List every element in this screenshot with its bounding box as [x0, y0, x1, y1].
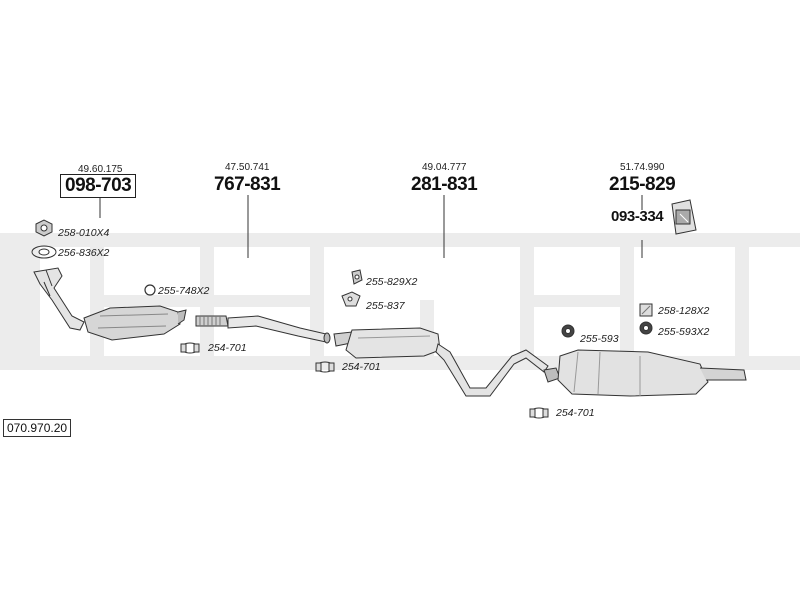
label-clamp-3: 254-701: [556, 407, 595, 419]
group-3-ref: 49.04.777: [422, 162, 467, 173]
group-4-part-number: 215-829: [609, 174, 676, 195]
group-4-ref: 51.74.990: [620, 162, 665, 173]
extra-part-number: 093-334: [611, 208, 664, 225]
label-gasket: 256-836X2: [58, 247, 110, 259]
group-1-part-number: 098-703: [60, 174, 137, 198]
label-clamp-2: 254-701: [342, 361, 381, 373]
clamp-icon: [180, 342, 200, 354]
rear-silencer: [543, 349, 747, 397]
catalog-number: 070.970.20: [3, 419, 72, 437]
catalytic-converter: [33, 267, 187, 341]
front-pipe: [195, 315, 331, 344]
heat-shield-icon: [671, 199, 697, 235]
ring-icon: [144, 284, 156, 296]
group-2-part-number: 767-831: [214, 174, 281, 195]
label-rubber-a: 255-593: [580, 333, 619, 345]
hanger-icon: [341, 291, 361, 307]
label-hanger-b: 255-837: [366, 300, 405, 312]
label-rubber-b: 255-593X2: [658, 326, 710, 338]
label-bracket-a: 258-128X2: [658, 305, 710, 317]
label-nut: 258-010X4: [58, 227, 110, 239]
clamp-icon: [529, 407, 549, 419]
nut-icon: [35, 219, 53, 237]
rubber-mount-icon: [561, 324, 575, 338]
rubber-mount-icon: [639, 321, 653, 335]
group-3-part-number: 281-831: [411, 174, 478, 195]
label-hanger-a: 255-829X2: [366, 276, 418, 288]
group-2-ref: 47.50.741: [225, 162, 270, 173]
middle-silencer: [333, 327, 549, 397]
group-1-ref: 49.60.175: [78, 164, 123, 175]
hanger-icon: [351, 269, 363, 285]
leader-lines: [99, 195, 643, 258]
label-clamp-1: 254-701: [208, 342, 247, 354]
bracket-icon: [639, 303, 653, 317]
label-ring-front: 255-748X2: [158, 285, 210, 297]
clamp-icon: [315, 361, 335, 373]
gasket-icon: [31, 245, 57, 259]
